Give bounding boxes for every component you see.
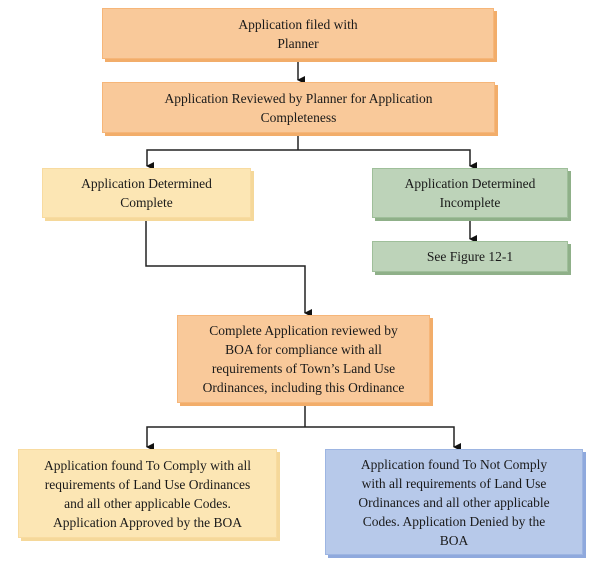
node-text-line: and all other applicable Codes. — [64, 495, 231, 511]
edge-reviewed-planner-to-complete — [146, 149, 298, 170]
node-text-line: Application filed with — [238, 16, 358, 32]
edge-reviewed-boa-to-approved — [146, 426, 305, 451]
node-text-line: Planner — [277, 35, 319, 51]
node-text-line: BOA for compliance with all — [225, 342, 382, 357]
node-text-line: Application Reviewed by Planner for Appl… — [164, 90, 433, 106]
node-text-line: Completeness — [260, 109, 337, 125]
node-text-line: requirements of Land Use Ordinances — [44, 476, 251, 492]
node-text-line: Application found To Comply with all — [44, 457, 251, 473]
node-text-line: Complete — [120, 195, 173, 210]
edge-reviewed-planner-to-incomplete — [298, 149, 477, 170]
node-text-line: Complete Application reviewed by — [209, 323, 398, 338]
node-text-line: with all requirements of Land Use — [361, 475, 547, 491]
node-reviewed-by-boa: Complete Application reviewed by BOA for … — [177, 315, 430, 403]
node-text-line: Codes. Application Denied by the — [362, 513, 546, 529]
node-see-figure: See Figure 12-1 — [372, 241, 568, 272]
node-text-line: Ordinances and all other applicable — [358, 494, 550, 510]
node-application-approved: Application found To Comply with all requ… — [18, 449, 277, 538]
node-text-line: Application found To Not Comply — [360, 456, 548, 472]
node-text-line: See Figure 12-1 — [426, 249, 514, 264]
edge-complete-to-reviewed-boa — [145, 218, 312, 317]
node-text-line: Application Determined — [404, 176, 536, 191]
node-reviewed-by-planner: Application Reviewed by Planner for Appl… — [102, 82, 495, 133]
node-text-line: Incomplete — [439, 195, 501, 210]
edge-reviewed-boa-to-denied — [305, 426, 461, 451]
node-text-line: BOA — [439, 532, 469, 548]
node-text-line: requirements of Town’s Land Use — [211, 361, 396, 376]
node-text-line: Application Determined — [81, 176, 212, 191]
node-text-line: Application Approved by the BOA — [53, 514, 242, 530]
node-text-line: Ordinances, including this Ordinance — [202, 380, 405, 395]
node-application-denied: Application found To Not Comply with all … — [325, 449, 583, 555]
